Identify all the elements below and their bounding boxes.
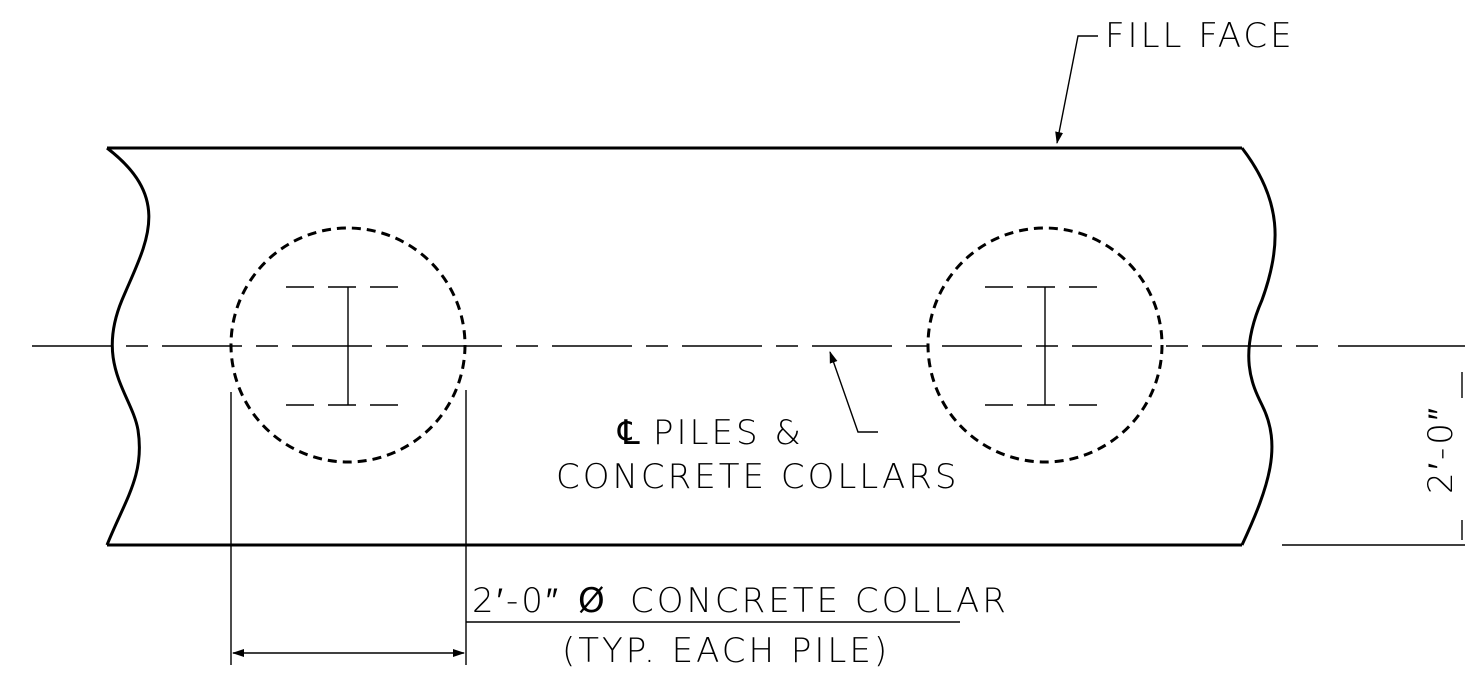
band-width-dimension: 2′-0″ [1282,345,1465,546]
centerline-callout: ℄ PILES & CONCRETE COLLARS [556,351,959,497]
centerline-leader [829,351,878,433]
collar-note: (TYP. EACH PILE) [562,631,890,671]
piles-label-line2: CONCRETE COLLARS [556,457,959,497]
piles-label-line1: PILES & [653,413,804,453]
fill-face-callout: FILL FACE [1055,16,1295,144]
concrete-collar-circle [926,226,1164,464]
centerline-symbol: ℄ [617,413,640,453]
left-break-line [105,146,151,546]
collar-dimension-text: CONCRETE COLLAR [630,581,1009,621]
band-width-value: 2′-0″ [1421,405,1461,494]
fill-band [105,146,1277,547]
right-break-line [1240,147,1277,546]
fill-face-leader [1055,35,1098,144]
collar-diameter-dimension: 2′-0″ Ø CONCRETE COLLAR (TYP. EACH PILE) [230,390,1009,671]
diameter-symbol: Ø [578,581,605,621]
fill-face-label: FILL FACE [1105,16,1295,56]
pile-collar-right [926,226,1164,464]
pile-collar-left [229,226,467,464]
collar-dimension-value: 2′-0″ [472,581,561,621]
concrete-collar-circle [229,226,467,464]
